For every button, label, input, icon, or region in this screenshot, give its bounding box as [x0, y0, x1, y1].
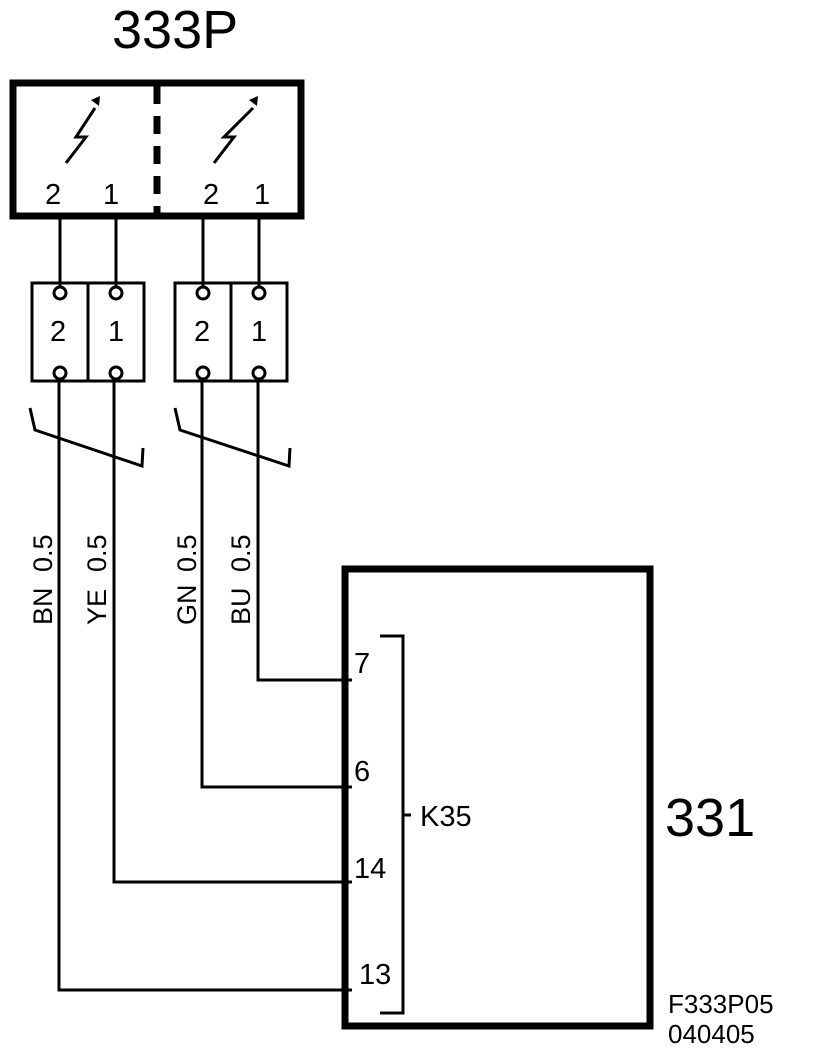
connector-contact: [195, 285, 211, 301]
twisted-pair-marker: [28, 407, 145, 469]
wire-color-label: BU: [226, 587, 256, 625]
wire-size-label: 0.5: [82, 534, 112, 572]
wire-bu: [256, 380, 352, 682]
wire-size-label: 0.5: [226, 534, 256, 572]
wire-bn: [57, 380, 352, 992]
wire-color-label: BN: [28, 587, 58, 625]
wire-gn: [200, 380, 352, 789]
sensor-pin-label: 2: [203, 179, 219, 211]
connector-contact: [52, 365, 68, 381]
twisted-pair-marker: [173, 407, 292, 469]
sensor-box: [9, 79, 305, 220]
unit-pin-label: 7: [354, 648, 370, 680]
connector-pin-label: 1: [251, 316, 267, 348]
connector-contact: [108, 285, 124, 301]
sensor-pin-label: 2: [45, 179, 61, 211]
sensor-title: 333P: [112, 0, 238, 60]
wire-size-label: 0.5: [28, 534, 58, 572]
connector-pin-label: 2: [194, 316, 210, 348]
connector-contact: [195, 365, 211, 381]
connector-right: [173, 281, 289, 383]
wire-ye: [112, 380, 352, 884]
wire-size-label: 0.5: [172, 534, 202, 572]
connector-contact: [52, 285, 68, 301]
connector-contact: [251, 285, 267, 301]
unit-pin-label: 14: [354, 853, 386, 885]
sensor-pin-label: 1: [103, 179, 119, 211]
connector-contact: [251, 365, 267, 381]
control-unit-box: [341, 565, 654, 1030]
connector-contact: [108, 365, 124, 381]
figure-code: F333P05: [668, 989, 774, 1019]
connector-left: [30, 281, 146, 383]
figure-date: 040405: [668, 1019, 755, 1049]
lightning-icon: [64, 96, 100, 164]
unit-pin-label: 6: [354, 756, 370, 788]
control-unit-title: 331: [665, 788, 755, 848]
sensor-pin-label: 1: [254, 179, 270, 211]
k35-bracket: [380, 634, 405, 1015]
wire-color-label: GN: [172, 585, 202, 626]
connector-pin-label: 2: [50, 316, 66, 348]
connector-pin-label: 1: [108, 316, 124, 348]
lightning-icon: [212, 96, 258, 164]
unit-pin-label: 13: [359, 959, 391, 991]
k35-label: K35: [420, 801, 472, 833]
wire-color-label: YE: [82, 589, 112, 625]
